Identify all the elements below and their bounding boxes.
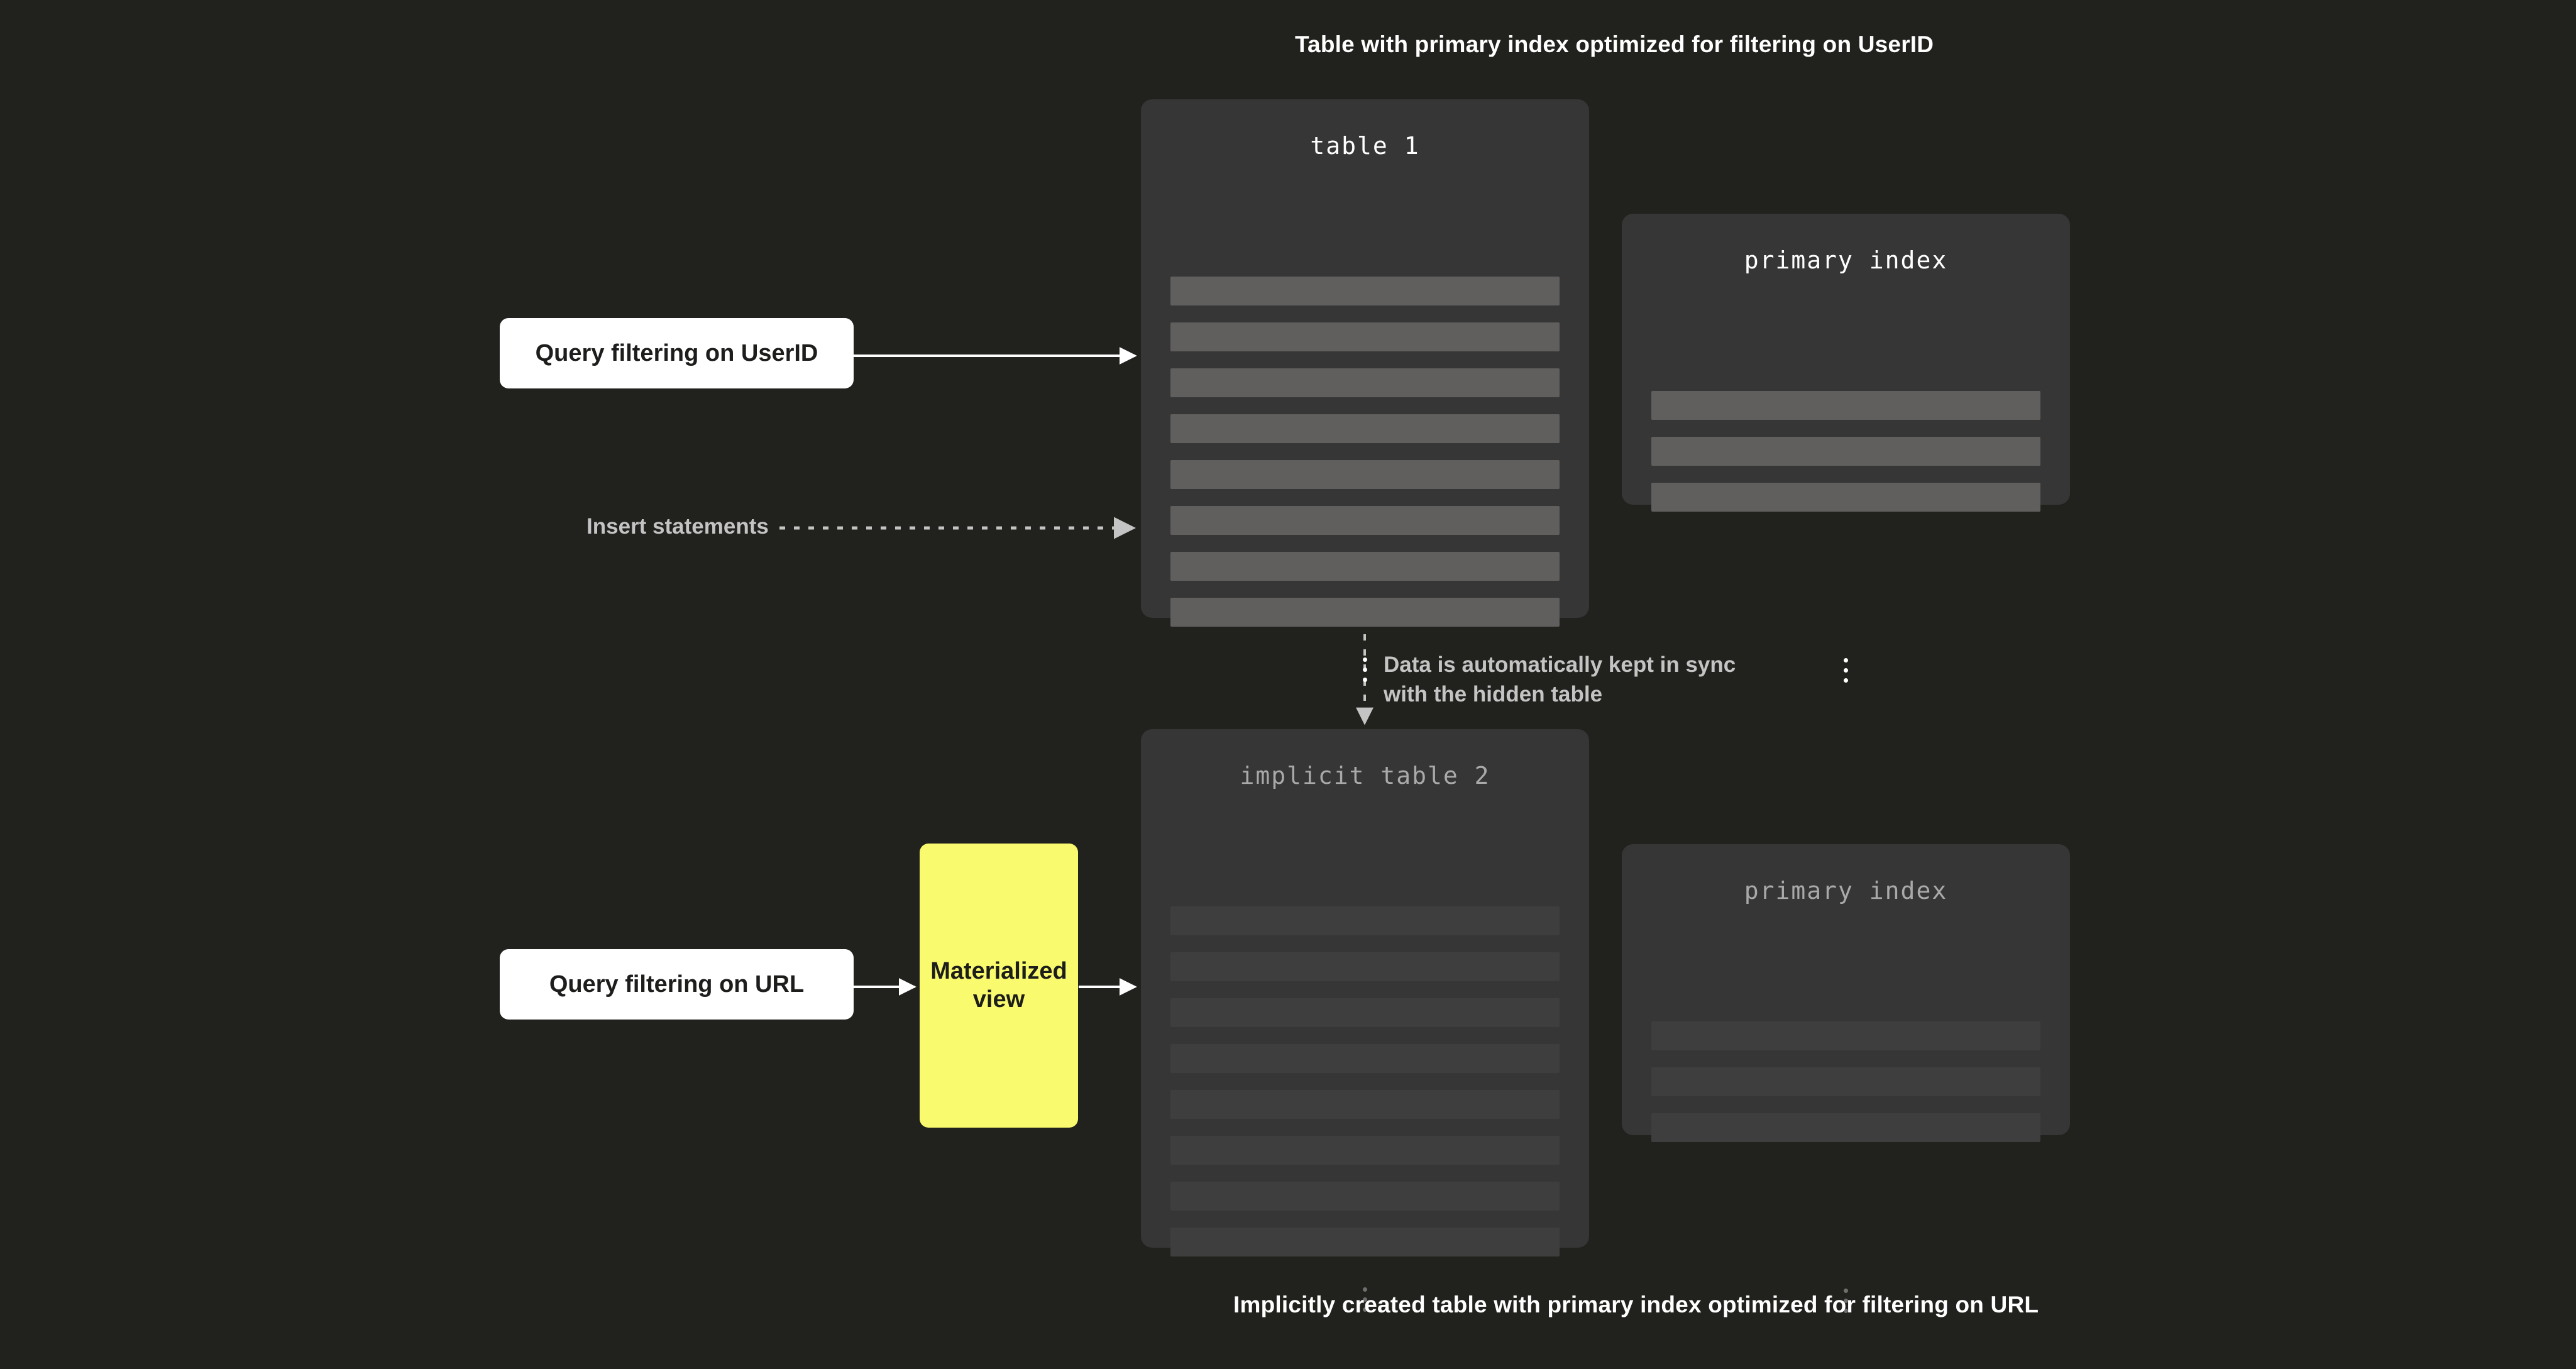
table-row	[1651, 1113, 2040, 1142]
vertical-ellipsis-icon	[1141, 1287, 1589, 1312]
implicit-table2-rows	[1141, 906, 1589, 1256]
table-row	[1170, 952, 1560, 981]
sync-note-label: Data is automatically kept in sync with …	[1384, 652, 1736, 707]
table-row	[1170, 322, 1560, 351]
table-row	[1170, 368, 1560, 397]
table-row	[1651, 391, 2040, 420]
table-row	[1170, 1136, 1560, 1165]
table-row	[1651, 1067, 2040, 1096]
table-row	[1651, 483, 2040, 512]
primary-index-top-title: primary index	[1744, 246, 1948, 274]
materialized-view-box[interactable]: Materialized view	[920, 844, 1078, 1128]
table-row	[1170, 1228, 1560, 1256]
primary-index-bottom-title: primary index	[1744, 877, 1948, 904]
query-filtering-on-url-box[interactable]: Query filtering on URL	[500, 949, 854, 1020]
table-row	[1651, 1021, 2040, 1050]
bottom-caption: Implicitly created table with primary in…	[1233, 1292, 2039, 1317]
query-filtering-on-userid-box[interactable]: Query filtering on UserID	[500, 318, 854, 388]
table-row	[1170, 1044, 1560, 1073]
implicit-table2-title: implicit table 2	[1240, 762, 1490, 789]
table-row	[1170, 906, 1560, 935]
primary-index-top-panel: primary index	[1622, 214, 2070, 683]
vertical-ellipsis-icon	[1622, 658, 2070, 683]
table-row	[1170, 998, 1560, 1027]
vertical-ellipsis-icon	[1622, 1289, 2070, 1313]
primary-index-bottom-panel: primary index	[1622, 844, 2070, 1313]
table1-panel: table 1	[1141, 99, 1589, 682]
implicit-table2-panel: implicit table 2	[1141, 729, 1589, 1312]
primary-index-bottom-rows	[1622, 1021, 2070, 1142]
table-row	[1170, 414, 1560, 443]
table-row	[1170, 598, 1560, 627]
table-row	[1170, 277, 1560, 305]
table1-rows	[1141, 277, 1589, 627]
table-row	[1170, 1182, 1560, 1211]
table-row	[1170, 1090, 1560, 1119]
table-row	[1170, 506, 1560, 535]
top-caption: Table with primary index optimized for f…	[1295, 31, 1934, 57]
vertical-ellipsis-icon	[1141, 657, 1589, 682]
table-row	[1170, 552, 1560, 581]
insert-statements-label: Insert statements	[586, 514, 769, 539]
table1-title: table 1	[1310, 132, 1420, 160]
table-row	[1651, 437, 2040, 466]
table-row	[1170, 460, 1560, 489]
primary-index-top-rows	[1622, 391, 2070, 512]
